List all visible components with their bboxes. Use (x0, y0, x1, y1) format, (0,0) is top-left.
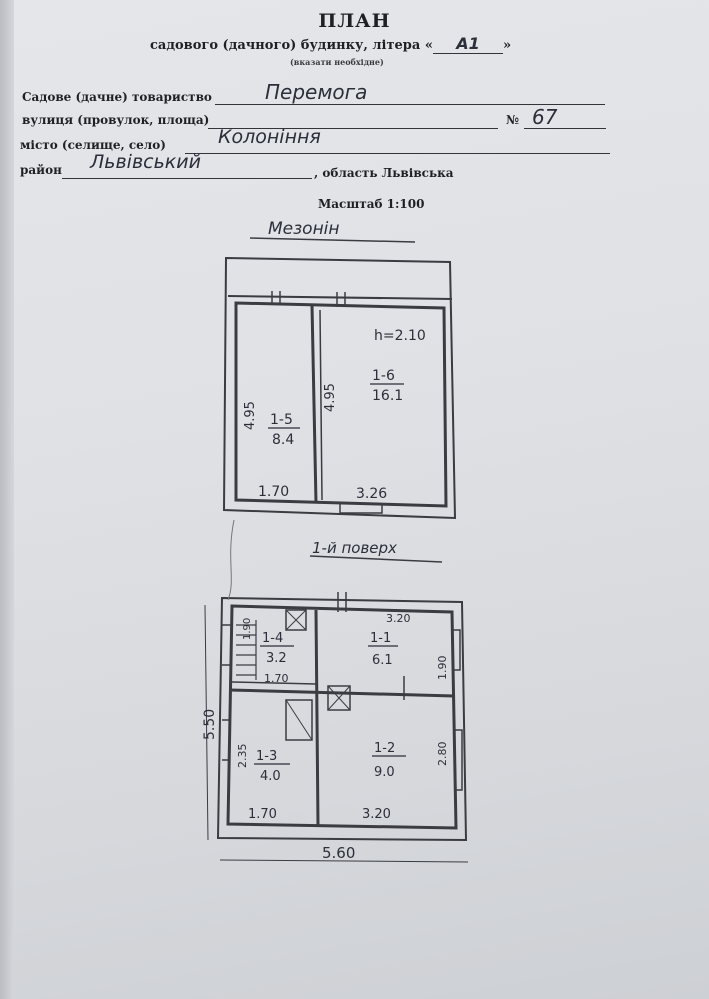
width-dimension-line (219, 859, 469, 863)
depth-dimension-line (204, 604, 209, 841)
mezzanine-label: Мезонін (268, 219, 340, 239)
district-line (62, 178, 312, 179)
litera-value: А1 (432, 34, 503, 54)
first-floor-inner-wall (226, 604, 458, 830)
room-1-2-dim-b: 2.80 (436, 742, 449, 767)
subtitle-end: » (502, 38, 512, 53)
overall-width: 5.60 (322, 844, 355, 862)
city-label: місто (селище, село) (20, 138, 166, 152)
room-1-4-area: 3.2 (266, 651, 287, 666)
number-label: № (506, 113, 520, 127)
room-1-3-dim-b: 1.70 (248, 807, 277, 822)
street-label: вулиця (провулок, площа) (22, 113, 210, 127)
room-1-3-id: 1-3 (256, 749, 277, 764)
stove-box (327, 685, 351, 711)
room-1-6-width: 3.26 (356, 486, 387, 502)
room-1-1-id: 1-1 (370, 631, 391, 646)
chimney-box-1 (285, 609, 307, 631)
number-line (524, 128, 606, 129)
scale-label: Масштаб 1:100 (318, 197, 425, 211)
first-floor-underline (309, 555, 443, 563)
room-1-4-id: 1-4 (262, 631, 283, 646)
room-1-3-dim-a: 2.35 (236, 744, 249, 769)
room-1-5-area: 8.4 (272, 432, 294, 448)
room-1-4-dim-b: 1.70 (264, 672, 289, 685)
overall-depth: 5.50 (202, 709, 218, 740)
document-subtitle: садового (дачного) будинку, літера «А1» (150, 34, 511, 54)
stairs (236, 620, 257, 680)
room-1-1-dim-a: 3.20 (386, 612, 411, 625)
society-value: Перемога (265, 80, 368, 104)
city-value: Колоніння (218, 126, 321, 148)
first-floor-horizontal-partition (229, 688, 455, 698)
society-line (215, 104, 605, 105)
mezzanine-height: h=2.10 (374, 328, 426, 344)
room-1-4-dim-a: 1.90 (242, 618, 253, 640)
room-1-6-length: 4.95 (323, 383, 338, 412)
stove-box-2 (285, 699, 313, 741)
room-1-3-area: 4.0 (260, 769, 281, 784)
society-label: Садове (дачне) товариство (22, 90, 212, 104)
room-1-5-width: 1.70 (258, 484, 289, 500)
room-1-2-dim-a: 3.20 (362, 807, 391, 822)
district-value: Львівський (90, 151, 201, 173)
street-line (208, 128, 498, 129)
mezzanine-door (339, 503, 383, 514)
mezzanine-inner-wall (234, 301, 448, 508)
room-1-5-id: 1-5 (270, 412, 293, 428)
room-1-1-area: 6.1 (372, 653, 393, 668)
mezzanine-partition (310, 304, 318, 504)
first-floor-outer-wall (216, 596, 468, 842)
first-floor-vertical-partition (314, 609, 320, 827)
subtitle-note: (вказати необхідне) (290, 57, 384, 67)
document-title: ПЛАН (318, 10, 391, 32)
room-1-1-dim-b: 1.90 (436, 656, 449, 681)
room-1-6-area: 16.1 (372, 388, 403, 404)
mezzanine-outer-wall (222, 256, 457, 520)
district-label: район (20, 163, 62, 177)
room-1-2-area: 9.0 (374, 765, 395, 780)
room-1-6-id: 1-6 (372, 368, 395, 384)
page-crease (0, 0, 14, 999)
first-floor-label: 1-й поверх (312, 539, 397, 557)
room-1-2-id: 1-2 (374, 741, 395, 756)
mezzanine-underline (249, 237, 416, 243)
mezzanine-window-ticks (271, 291, 346, 307)
mezzanine-eave-line (227, 295, 453, 300)
region-text: , область Львівська (314, 166, 454, 180)
city-line (185, 153, 610, 154)
number-value: 67 (532, 105, 558, 129)
subtitle-text: садового (дачного) будинку, літера « (150, 38, 433, 53)
room-1-5-length: 4.95 (243, 401, 258, 430)
